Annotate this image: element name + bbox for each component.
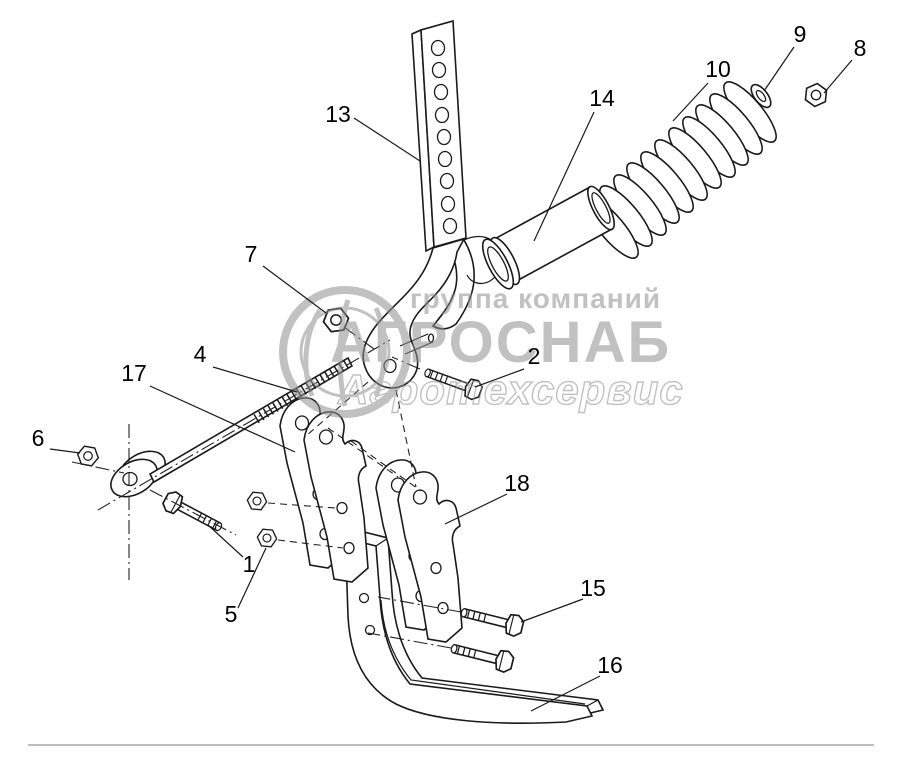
part-14-bushing-tube	[481, 185, 615, 290]
part-13-slotted-bar	[411, 19, 467, 253]
part-5-nut-b	[255, 528, 279, 548]
watermark: группа компаний АГРОСНАБ Агротехсервис	[279, 283, 684, 418]
callout-4: 4	[194, 341, 207, 367]
callout-18: 18	[504, 470, 530, 496]
part-15-bolt-b	[448, 636, 516, 675]
part-17-holder-plates	[279, 397, 369, 583]
callout-2: 2	[528, 343, 541, 369]
callout-8: 8	[854, 35, 867, 61]
callout-16: 16	[597, 652, 623, 678]
callout-9: 9	[794, 21, 807, 47]
callout-10: 10	[705, 56, 731, 82]
part-15-bolt-a	[458, 600, 526, 639]
callout-1: 1	[243, 551, 256, 577]
callout-13: 13	[325, 101, 351, 127]
part-16-share-blade	[345, 531, 605, 724]
watermark-line1: группа компаний	[410, 283, 661, 314]
callout-17: 17	[121, 360, 147, 386]
watermark-logo	[279, 286, 411, 418]
callout-7: 7	[245, 241, 258, 267]
callout-15: 15	[580, 575, 606, 601]
watermark-line3: Агротехсервис	[337, 366, 684, 413]
part-5-nut-a	[245, 491, 269, 511]
callout-5: 5	[225, 601, 238, 627]
part-8-nut	[800, 80, 832, 110]
watermark-line2: АГРОСНАБ	[330, 310, 671, 375]
center-lines	[71, 326, 462, 649]
part-9-washer	[750, 83, 772, 109]
callouts: 13 9 8 10 14 7 4 2 17 6 1 5 18 15 16	[32, 21, 867, 712]
part-10-spring	[585, 81, 777, 259]
callout-14: 14	[589, 85, 615, 111]
callout-6: 6	[32, 425, 45, 451]
